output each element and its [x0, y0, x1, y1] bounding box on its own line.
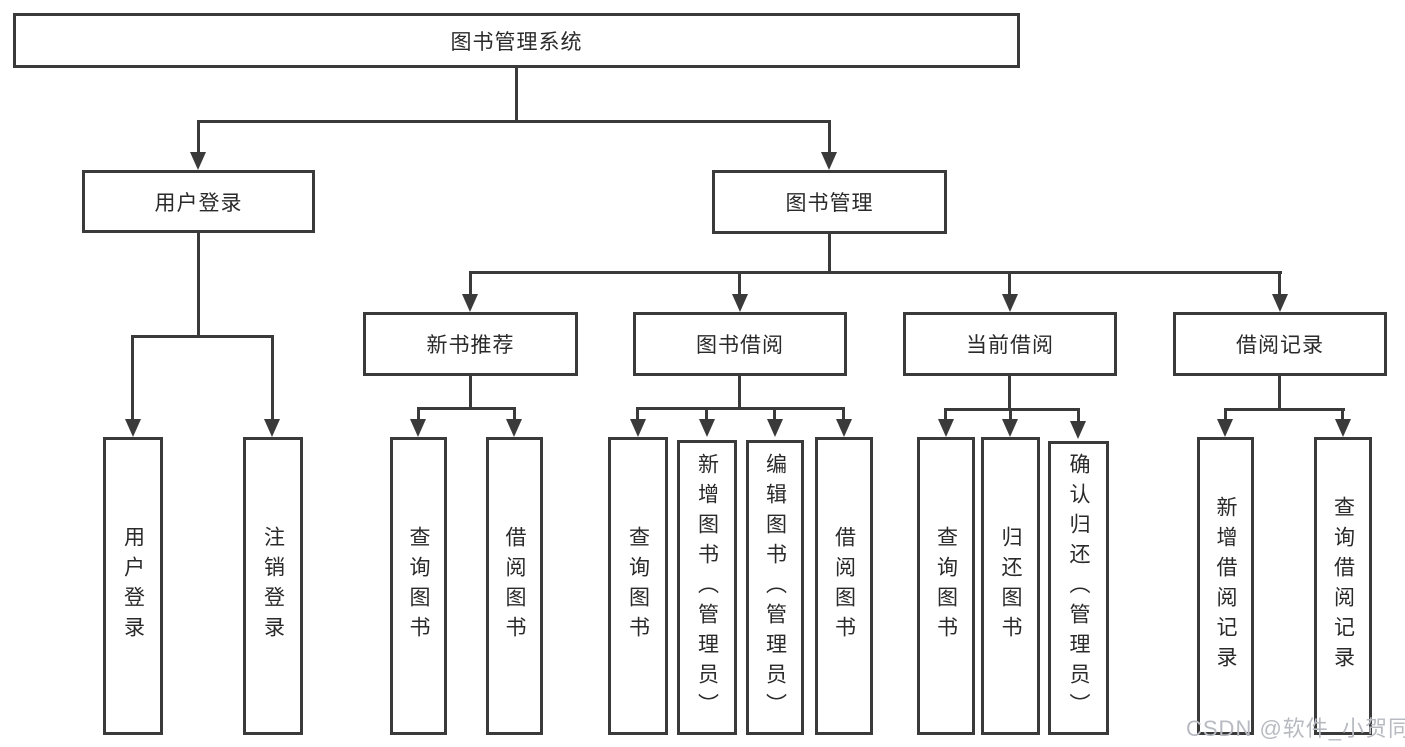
arrowhead-down-icon [732, 294, 748, 312]
arrowhead-down-icon [264, 419, 280, 437]
connector-line [1278, 376, 1281, 409]
leaf-rec-query-books: 查询图书 [390, 437, 447, 735]
node-book-borrowing: 图书借阅 [633, 312, 847, 376]
connector-line [705, 407, 708, 421]
leaf-cur-return-books-label: 归还图书 [999, 526, 1022, 646]
node-new-book-recommend: 新书推荐 [363, 312, 578, 376]
arrowhead-down-icon [1002, 294, 1018, 312]
leaf-logout: 注销登录 [243, 437, 303, 735]
arrowhead-down-icon [506, 419, 522, 437]
connector-line [738, 271, 741, 296]
leaf-user-login-label: 用户登录 [121, 526, 145, 646]
leaf-recs-add-borrow-record-label: 新增借阅记录 [1214, 496, 1237, 676]
arrowhead-down-icon [1002, 419, 1018, 437]
connector-line [131, 335, 134, 421]
arrowhead-down-icon [699, 419, 715, 437]
connector-line [469, 271, 1282, 274]
connector-line [945, 408, 1080, 411]
leaf-bor-query-books: 查询图书 [608, 437, 668, 735]
node-root: 图书管理系统 [13, 13, 1020, 68]
connector-line [1008, 376, 1011, 409]
leaf-recs-query-borrow-record: 查询借阅记录 [1314, 437, 1372, 735]
connector-line [1278, 271, 1281, 296]
node-current-borrowing: 当前借阅 [903, 312, 1117, 376]
connector-line [513, 407, 516, 421]
arrowhead-down-icon [125, 419, 141, 437]
arrowhead-down-icon [630, 419, 646, 437]
leaf-bor-borrow-books-label: 借阅图书 [832, 526, 856, 646]
node-borrowing-records-label: 借阅记录 [1236, 334, 1324, 357]
arrowhead-down-icon [821, 152, 837, 170]
connector-line [197, 120, 831, 123]
leaf-cur-return-books: 归还图书 [981, 437, 1040, 735]
leaf-logout-label: 注销登录 [261, 526, 285, 646]
connector-line [1224, 408, 1227, 421]
watermark: CSDN @软件_小贺同学 [1186, 716, 1405, 741]
connector-line [469, 376, 472, 408]
node-current-borrowing-label: 当前借阅 [966, 334, 1054, 357]
arrowhead-down-icon [190, 152, 206, 170]
node-borrowing-records: 借阅记录 [1173, 312, 1387, 376]
connector-line [197, 233, 200, 335]
arrowhead-down-icon [462, 294, 478, 312]
connector-line [842, 407, 845, 421]
arrowhead-down-icon [1070, 421, 1086, 439]
connector-line [417, 407, 420, 421]
arrowhead-down-icon [836, 419, 852, 437]
arrowhead-down-icon [1335, 419, 1351, 437]
leaf-cur-confirm-return-admin: 确认归还（管理员） [1048, 441, 1109, 735]
node-book-management: 图书管理 [712, 170, 947, 234]
arrowhead-down-icon [938, 419, 954, 437]
leaf-bor-borrow-books: 借阅图书 [815, 437, 873, 735]
leaf-cur-query-books: 查询图书 [917, 437, 975, 735]
connector-line [515, 68, 518, 120]
connector-line [469, 271, 472, 296]
node-book-management-label: 图书管理 [785, 192, 874, 215]
connector-line [636, 407, 844, 410]
node-new-book-recommend-label: 新书推荐 [426, 334, 515, 357]
connector-line [131, 335, 274, 338]
leaf-bor-add-books-admin-label: 新增图书（管理员） [695, 452, 719, 723]
connector-line [1009, 408, 1012, 421]
leaf-bor-add-books-admin: 新增图书（管理员） [677, 440, 737, 735]
leaf-bor-query-books-label: 查询图书 [626, 526, 650, 646]
connector-line [271, 335, 274, 421]
node-root-label: 图书管理系统 [450, 30, 583, 54]
arrowhead-down-icon [767, 419, 783, 437]
connector-line [738, 376, 741, 407]
leaf-cur-query-books-label: 查询图书 [934, 526, 958, 646]
connector-line [636, 407, 639, 421]
connector-line [1008, 271, 1011, 296]
connector-line [828, 234, 831, 272]
leaf-recs-query-borrow-record-label: 查询借阅记录 [1331, 496, 1355, 676]
connector-line [417, 407, 516, 410]
connector-line [1077, 408, 1080, 421]
leaf-cur-confirm-return-admin-label: 确认归还（管理员） [1067, 453, 1090, 723]
leaf-rec-borrow-books-label: 借阅图书 [503, 526, 526, 646]
leaf-bor-edit-books-admin-label: 编辑图书（管理员） [763, 452, 787, 723]
arrowhead-down-icon [410, 419, 426, 437]
arrowhead-down-icon [1217, 419, 1233, 437]
arrowhead-down-icon [1272, 294, 1288, 312]
leaf-bor-edit-books-admin: 编辑图书（管理员） [746, 440, 804, 735]
node-user-login: 用户登录 [82, 170, 315, 233]
leaf-rec-borrow-books: 借阅图书 [486, 437, 543, 735]
connector-line [1341, 408, 1344, 421]
node-user-login-label: 用户登录 [154, 191, 243, 215]
connector-line [828, 120, 831, 154]
node-book-borrowing-label: 图书借阅 [696, 334, 784, 357]
connector-line [197, 120, 200, 154]
leaf-recs-add-borrow-record: 新增借阅记录 [1197, 437, 1254, 735]
leaf-user-login: 用户登录 [103, 437, 163, 735]
connector-line [1224, 408, 1345, 411]
leaf-rec-query-books-label: 查询图书 [407, 526, 430, 646]
connector-line [773, 407, 776, 421]
connector-line [944, 408, 947, 421]
